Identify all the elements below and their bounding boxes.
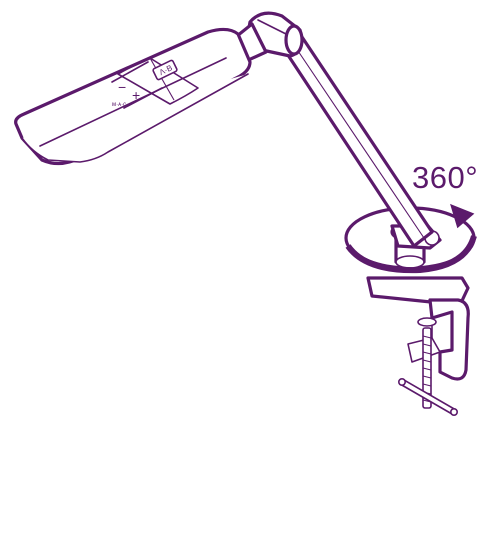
mode-button[interactable]: [152, 59, 178, 81]
lamp-arm: [280, 32, 434, 248]
rotation-arrowhead: [450, 203, 475, 229]
desk-clamp: [366, 276, 470, 416]
dim-plus-button[interactable]: +: [132, 87, 140, 103]
rotation-label: 360°: [412, 160, 477, 195]
dim-minus-button[interactable]: −: [118, 79, 126, 95]
lamp-head: [14, 22, 268, 166]
rotation-arrow-front: [345, 235, 477, 274]
touch-controls: [152, 59, 178, 81]
lamp-caption: ᴍ·ᴀ·ᴄ: [112, 102, 126, 108]
